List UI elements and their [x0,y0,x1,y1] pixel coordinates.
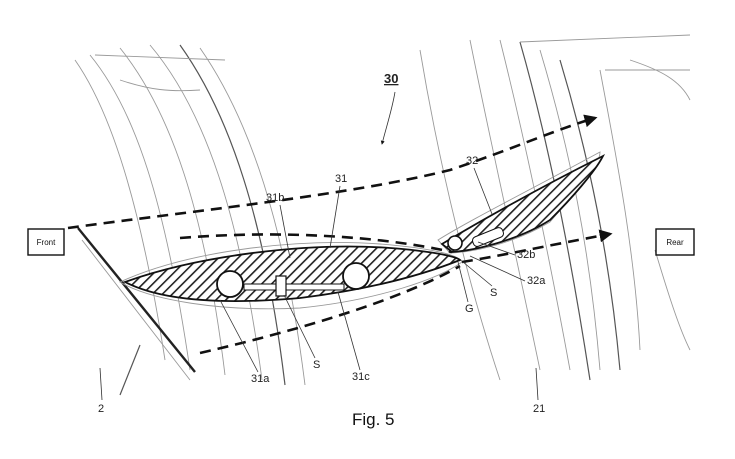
svg-text:Front: Front [37,238,56,247]
airfoil-31-rod-left [216,270,244,298]
body-contour-lines-left [74,44,306,386]
ref-32: 32 [466,155,478,167]
airflow-arrow-lower [199,264,461,355]
figure-caption: Fig. 5 [352,410,395,429]
ref-g: G [465,303,474,315]
body-contour-lines-right [419,34,691,381]
body-panel-2 [77,227,196,396]
airflow-arrows [67,114,613,355]
front-box: Front [27,228,65,256]
airflow-arrow-upper [67,114,598,230]
airflow-arrow-middle [179,233,453,254]
airfoil-31 [122,245,462,302]
ref-s-mid: S [313,359,320,371]
ref-30: 30 [384,71,398,86]
airfoil-32 [440,153,606,253]
ref-32a: 32a [527,275,546,287]
rear-box: Rear [655,228,695,256]
ref-2: 2 [98,403,104,415]
ref-31c: 31c [352,371,370,383]
ref-31b: 31b [266,192,284,204]
airfoil-32-pivot [447,235,463,251]
ref-31a: 31a [251,373,270,385]
ref-31: 31 [335,173,347,185]
airfoil-31-core-plate [243,283,345,291]
airflow-arrow-rear [461,229,613,264]
ref-30-pointer [380,91,396,145]
airfoil-31-envelope [119,242,463,310]
airfoil-31-fastener [275,275,287,297]
airfoil-32-insert [471,227,505,247]
svg-text:Rear: Rear [666,238,684,247]
ref-s-right: S [490,287,497,299]
airfoil-31-rod-right [342,262,370,290]
ref-21: 21 [533,403,545,415]
ref-32b: 32b [517,249,535,261]
